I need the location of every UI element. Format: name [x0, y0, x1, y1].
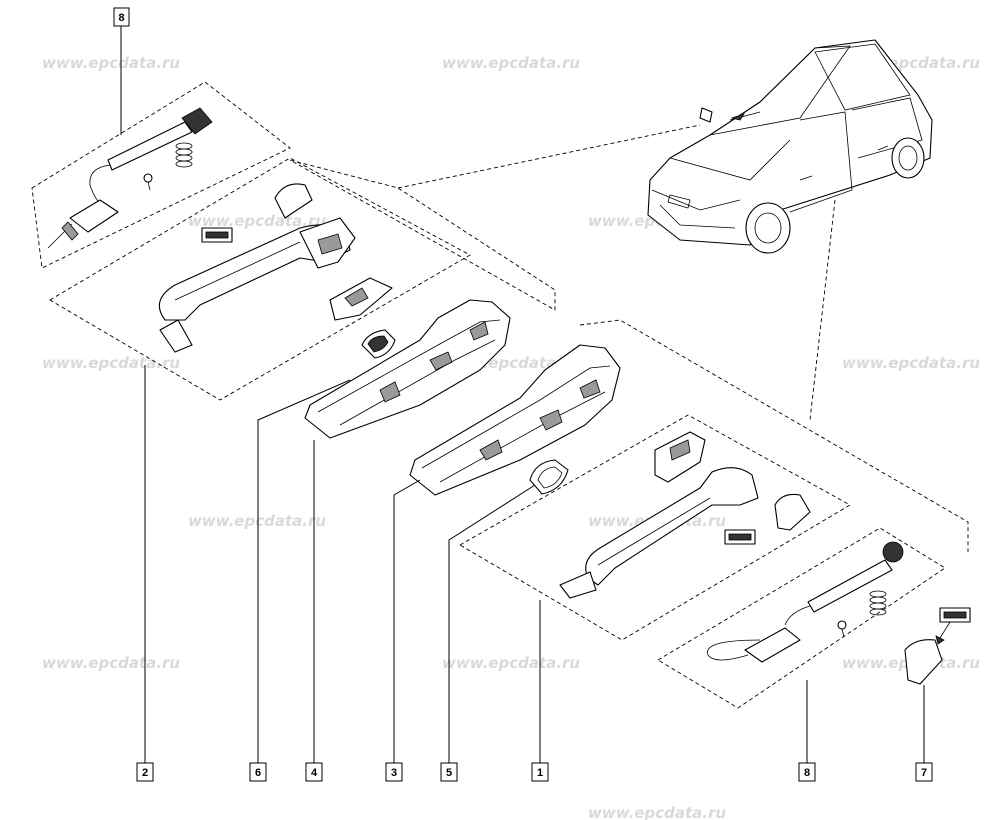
seal-gasket-icon [529, 459, 569, 495]
car-illustration [647, 39, 933, 254]
callout-label: 8 [118, 12, 124, 24]
watermark-text: www.epcdata.ru [442, 54, 580, 72]
front-cable-assembly [707, 541, 904, 663]
handle-cap-icon [274, 183, 313, 219]
callout-1[interactable]: 1 [531, 762, 549, 782]
watermark-text: www.epcdata.ru [42, 654, 180, 672]
callout-6[interactable]: 6 [249, 762, 267, 782]
callout-label: 5 [446, 767, 452, 779]
door-handle-icon [585, 467, 759, 586]
group-outline-brackets [289, 159, 556, 311]
callouts: 8 2 6 4 3 5 1 8 [113, 7, 933, 782]
rear-cable-assembly [47, 107, 213, 249]
screw-icon [143, 173, 153, 191]
watermark-text: www.epcdata.ru [42, 354, 180, 372]
group-outline-rear-cable [31, 81, 291, 269]
group-outline-front-right [579, 319, 969, 555]
screw-icon [837, 620, 847, 638]
watermark-text: www.epcdata.ru [442, 654, 580, 672]
watermark-text: www.epcdata.ru [842, 354, 980, 372]
rear-bracket-assembly [304, 299, 511, 439]
handle-cap-icon [774, 493, 811, 531]
callout-label: 1 [537, 767, 543, 779]
rear-handle-group [158, 183, 393, 353]
callout-5[interactable]: 5 [440, 762, 458, 782]
handle-cap-icon [904, 639, 943, 685]
callout-4[interactable]: 4 [305, 762, 323, 782]
callout-label: 2 [142, 767, 148, 779]
front-bracket-assembly [409, 344, 621, 496]
callout-label: 3 [391, 767, 397, 779]
car-leader-rear [397, 124, 701, 189]
spring-icon [869, 590, 887, 616]
part-7-cap [904, 607, 971, 685]
group-outlines [31, 81, 969, 709]
callout-8-bottom[interactable]: 8 [798, 762, 816, 782]
spring-icon [175, 142, 193, 168]
handle-bracket-icon [654, 431, 706, 483]
group-outline-rear-handle [49, 157, 471, 401]
callout-label: 6 [255, 767, 261, 779]
callout-leaders [120, 26, 925, 763]
handle-bracket-icon [304, 299, 511, 439]
watermark-text: www.epcdata.ru [588, 804, 726, 820]
callout-8-top[interactable]: 8 [113, 7, 130, 27]
callout-label: 4 [311, 767, 318, 779]
callout-7[interactable]: 7 [915, 762, 933, 782]
cable-icon [107, 121, 193, 171]
cable-icon [807, 559, 893, 613]
watermark-text: www.epcdata.ru [188, 212, 326, 230]
callout-label: 7 [921, 767, 927, 779]
callout-3[interactable]: 3 [385, 762, 403, 782]
callout-2[interactable]: 2 [136, 762, 154, 782]
watermark-text: www.epcdata.ru [188, 512, 326, 530]
front-handle-group [559, 431, 811, 599]
car-leader-front [809, 199, 836, 421]
watermark-text: www.epcdata.ru [42, 54, 180, 72]
callout-label: 8 [804, 767, 810, 779]
